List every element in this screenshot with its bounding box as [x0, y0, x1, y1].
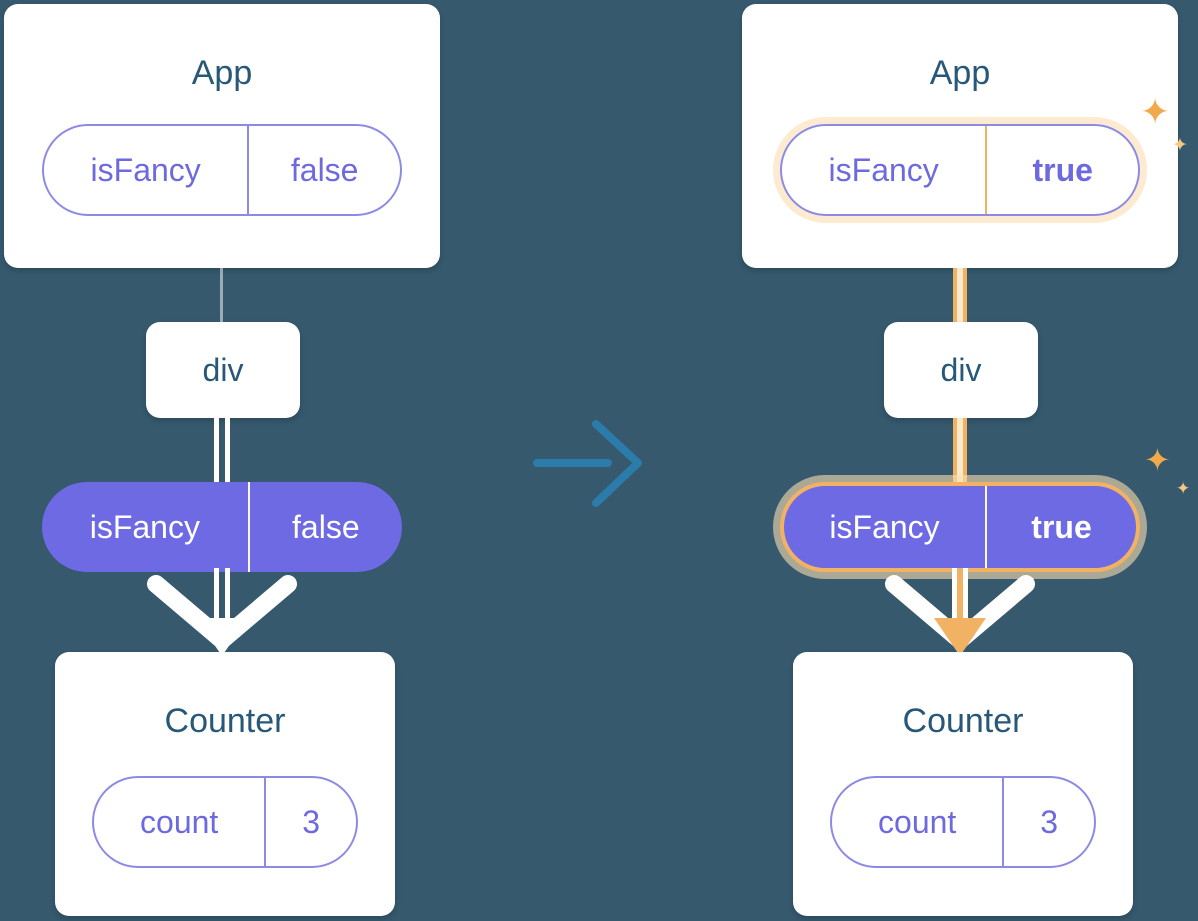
counter-card-title: Counter	[902, 702, 1024, 740]
state-value-label: 3	[1040, 803, 1059, 840]
arrow-shaft-orange	[957, 568, 963, 624]
tree-before: App isFancy false div isFancy false Coun…	[0, 0, 460, 921]
state-value-label: false	[290, 151, 359, 188]
app-state-pill-highlighted: isFancy true	[780, 124, 1140, 216]
counter-state-pill: count 3	[830, 776, 1096, 868]
connector-app-to-div	[953, 268, 967, 322]
div-element-card: div	[884, 322, 1038, 418]
app-state-pill: isFancy false	[42, 124, 402, 216]
state-name-label: count	[94, 778, 267, 866]
transition-arrow-icon	[533, 420, 642, 507]
connector-div-to-pill	[214, 418, 230, 482]
sparkle-icon-large: ✦	[1144, 442, 1171, 478]
sparkle-icon-large: ✦	[1140, 91, 1171, 132]
counter-card-title: Counter	[164, 702, 286, 740]
sparkle-icon-small: ✦	[1172, 135, 1188, 156]
app-component-card: App isFancy false	[4, 4, 440, 268]
state-name-label: isFancy	[44, 126, 250, 214]
app-component-card: App isFancy true	[742, 4, 1178, 268]
prop-pill: isFancy false	[42, 482, 402, 572]
state-value-label: 3	[302, 803, 321, 840]
arrowhead-icon	[934, 618, 986, 656]
tree-after: App isFancy true ✦ ✦ div isFancy true ✦ …	[738, 0, 1198, 921]
app-card-title: App	[929, 54, 991, 92]
connector-app-to-div	[220, 268, 223, 322]
div-label: div	[202, 351, 244, 388]
prop-name-label: isFancy	[42, 482, 250, 572]
arrow-shaft	[214, 568, 230, 624]
state-name-label: isFancy	[782, 126, 988, 214]
counter-component-card: Counter count 3	[55, 652, 395, 916]
div-label: div	[940, 351, 982, 388]
app-card-title: App	[191, 54, 253, 92]
div-element-card: div	[146, 322, 300, 418]
counter-component-card: Counter count 3	[793, 652, 1133, 916]
prop-value-label: false	[292, 508, 360, 545]
connector-div-to-pill	[953, 418, 967, 482]
arrowhead-icon	[196, 618, 248, 656]
counter-state-pill: count 3	[92, 776, 358, 868]
state-value-label: true	[1032, 151, 1093, 188]
prop-pill-highlighted: isFancy true	[780, 482, 1140, 572]
prop-name-label: isFancy	[784, 486, 988, 568]
sparkle-icon-small: ✦	[1176, 479, 1191, 498]
prop-value-label: true	[1031, 508, 1092, 545]
state-name-label: count	[832, 778, 1005, 866]
